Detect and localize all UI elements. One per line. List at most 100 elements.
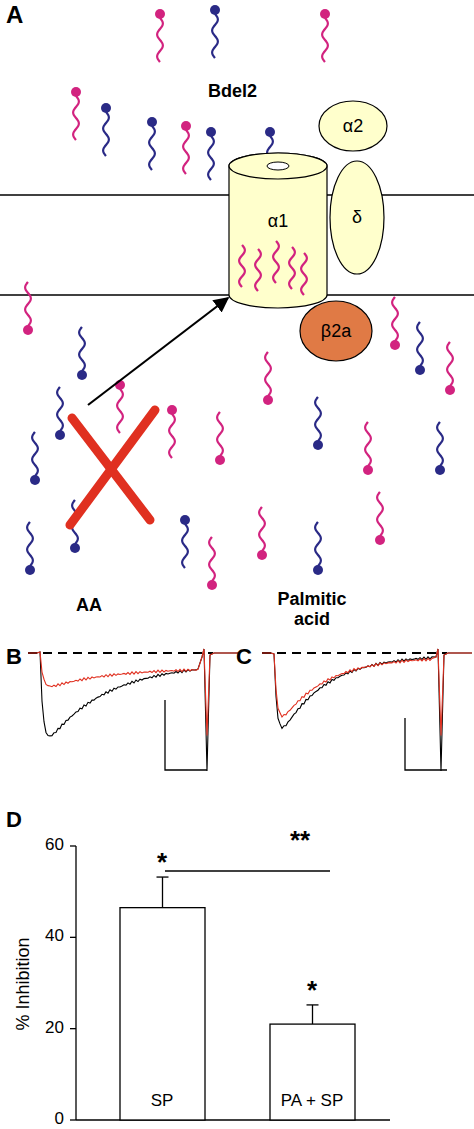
- lipid-head: [445, 385, 455, 395]
- subunit-beta: β2a: [299, 300, 373, 362]
- lipid-tail: [392, 297, 398, 341]
- lipid-tail: [57, 387, 63, 431]
- significance-star: **: [290, 826, 310, 855]
- lipid-tail: [315, 397, 321, 441]
- lipid-head: [206, 127, 216, 137]
- lipid-head: [313, 440, 323, 450]
- error-bar: [312, 1005, 313, 1024]
- lipid-head: [77, 370, 87, 380]
- lipid-head: [71, 87, 81, 97]
- lipid-head: [147, 117, 157, 127]
- scale-bar: [405, 718, 447, 770]
- lipid-head: [375, 535, 385, 545]
- lipid-tail: [447, 342, 453, 386]
- lipid-tail: [103, 112, 109, 156]
- lipid-head: [215, 455, 225, 465]
- bound-lipid: [289, 247, 295, 289]
- lipid-head: [167, 405, 177, 415]
- axis-tick-label: 60: [45, 836, 64, 855]
- lipid-head: [101, 103, 111, 113]
- lipid-head: [265, 127, 275, 137]
- red-cross: [70, 410, 155, 525]
- lipid-head: [320, 9, 330, 19]
- lipid-head: [390, 340, 400, 350]
- current-trace: [28, 649, 238, 736]
- lipid-head: [155, 9, 165, 19]
- current-trace: [262, 649, 472, 771]
- panel-letter: B: [6, 645, 22, 669]
- channel-alpha1: α1: [228, 153, 328, 308]
- current-trace: [262, 649, 472, 736]
- lipid-head: [210, 5, 220, 15]
- significance-star: *: [307, 976, 317, 1005]
- lipid-tail: [259, 507, 265, 551]
- lipid-tail: [212, 14, 218, 58]
- construct-label: Bdel2: [208, 82, 257, 102]
- axis-title: % Inhibition: [14, 937, 34, 1030]
- current-traces: [28, 649, 238, 771]
- lipid-label: AA: [76, 596, 102, 616]
- lipid-tail: [322, 18, 328, 62]
- axis-tick: [70, 845, 76, 846]
- lipid-tail: [182, 524, 188, 568]
- bound-lipid: [255, 249, 261, 291]
- lipid-tail: [117, 389, 123, 433]
- subunit-label: α1: [228, 211, 328, 232]
- axis-tick-label: 40: [45, 927, 64, 946]
- subunit-label: δ: [329, 207, 385, 228]
- axis-tick: [70, 1119, 76, 1120]
- lipid-tail: [417, 322, 423, 366]
- current-trace: [28, 649, 238, 771]
- subunit-alpha2: α2: [318, 100, 388, 152]
- lipid-tail: [265, 352, 271, 396]
- scale-bar: [165, 700, 207, 770]
- bar-label: SP: [151, 1092, 174, 1111]
- lipid-tail: [209, 537, 215, 581]
- lipid-tail: [27, 522, 33, 566]
- baseline: [28, 652, 213, 654]
- lipid-head: [70, 543, 80, 553]
- current-traces: [262, 649, 472, 771]
- lipid-head: [25, 565, 35, 575]
- lipid-tail: [315, 522, 321, 566]
- lipid-head: [23, 325, 33, 335]
- lipid-tail: [208, 136, 214, 180]
- bar-label: PA + SP: [281, 1092, 344, 1111]
- lipid-label: Palmitic acid: [267, 590, 357, 630]
- lipid-head: [30, 475, 40, 485]
- bar: [270, 1024, 355, 1120]
- lipid-head: [257, 550, 267, 560]
- lipid-tail: [157, 18, 163, 62]
- bar-chart: [70, 846, 390, 1120]
- lipid-head: [55, 430, 65, 440]
- lipid-head: [263, 395, 273, 405]
- axis-tick: [70, 937, 76, 938]
- lipid-tail: [437, 422, 443, 466]
- axis-tick: [70, 1028, 76, 1029]
- lipid-tail: [377, 492, 383, 536]
- lipid-head: [181, 121, 191, 131]
- subunit-label: α2: [318, 116, 388, 137]
- lipid-head: [363, 465, 373, 475]
- significance-star: *: [157, 848, 167, 877]
- bound-lipid: [301, 253, 307, 295]
- bound-lipid: [239, 245, 245, 287]
- axis-tick-label: 0: [55, 1110, 64, 1129]
- lipid-head: [415, 365, 425, 375]
- lipid-group: [23, 5, 455, 590]
- lipid-tail: [169, 414, 175, 458]
- subunit-delta: δ: [329, 160, 385, 275]
- subunit-label: β2a: [299, 321, 373, 342]
- panel-letter: C: [236, 645, 252, 669]
- bar: [120, 908, 205, 1120]
- lipid-tail: [32, 432, 38, 476]
- lipid-tail: [73, 96, 79, 140]
- bound-lipid: [273, 241, 279, 283]
- lipid-head: [180, 515, 190, 525]
- lipid-tail: [79, 327, 85, 371]
- significance-bracket: [165, 870, 330, 871]
- panel-letter: A: [6, 2, 23, 28]
- lipid-head: [313, 565, 323, 575]
- axis-tick-label: 20: [45, 1019, 64, 1038]
- lipid-tail: [183, 130, 189, 174]
